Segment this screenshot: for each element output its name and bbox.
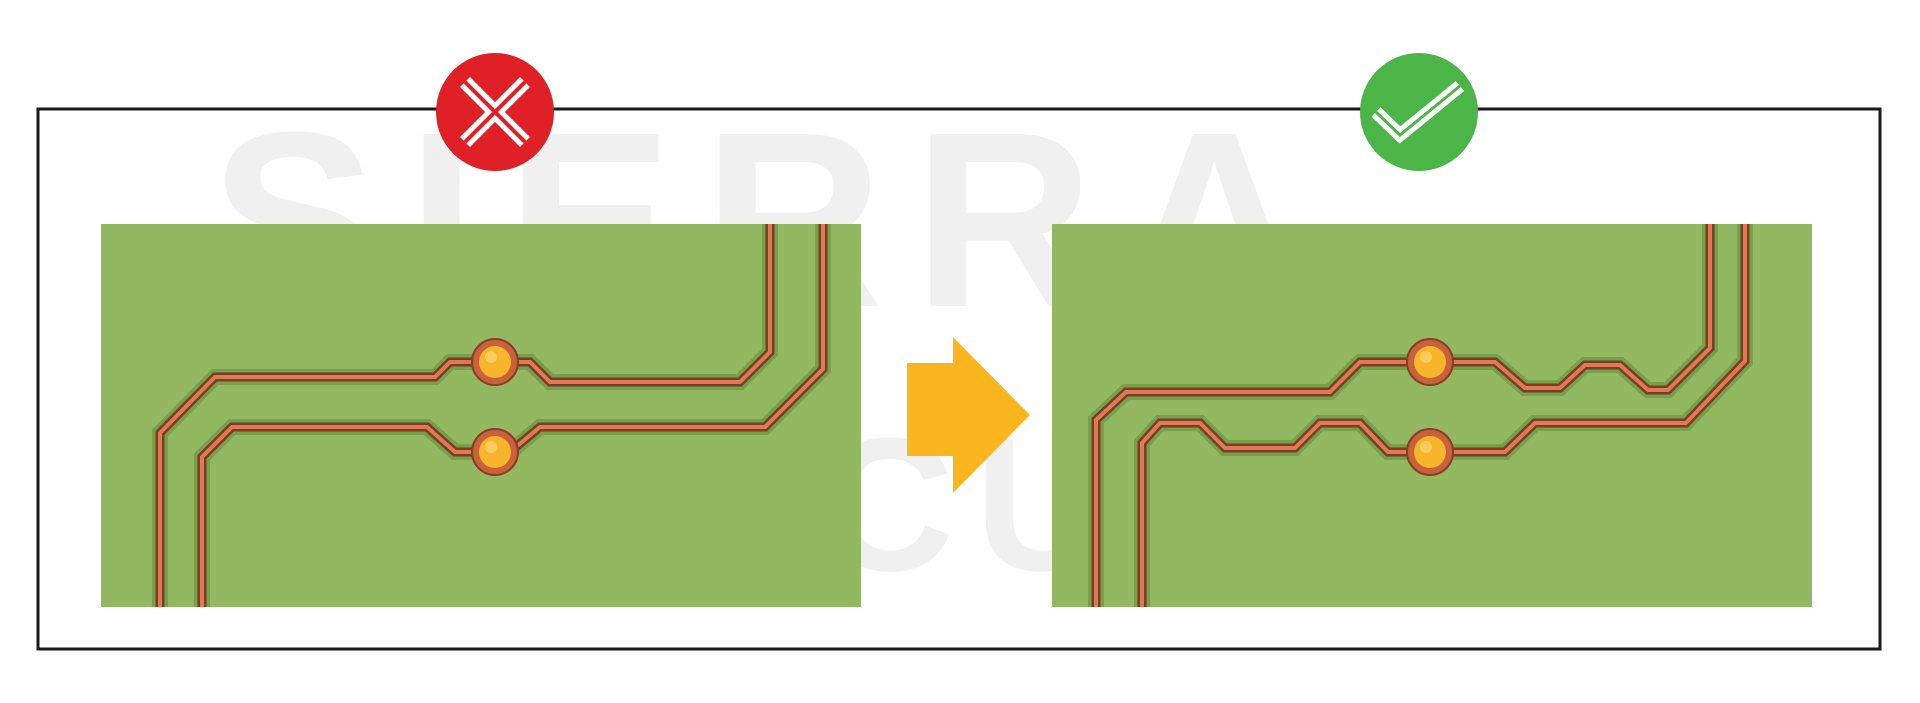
left-via-top [471,338,519,386]
check-icon [1360,53,1478,171]
right-via-top [1406,338,1454,386]
bad-routing-board [101,224,861,607]
left-via-bottom [471,428,519,476]
right-via-bottom [1406,428,1454,476]
outer-frame [36,107,1882,651]
left-pcb-board [101,224,861,607]
cross-icon [436,53,554,171]
good-routing-board [1052,224,1812,607]
arrow-right-icon [907,337,1030,493]
